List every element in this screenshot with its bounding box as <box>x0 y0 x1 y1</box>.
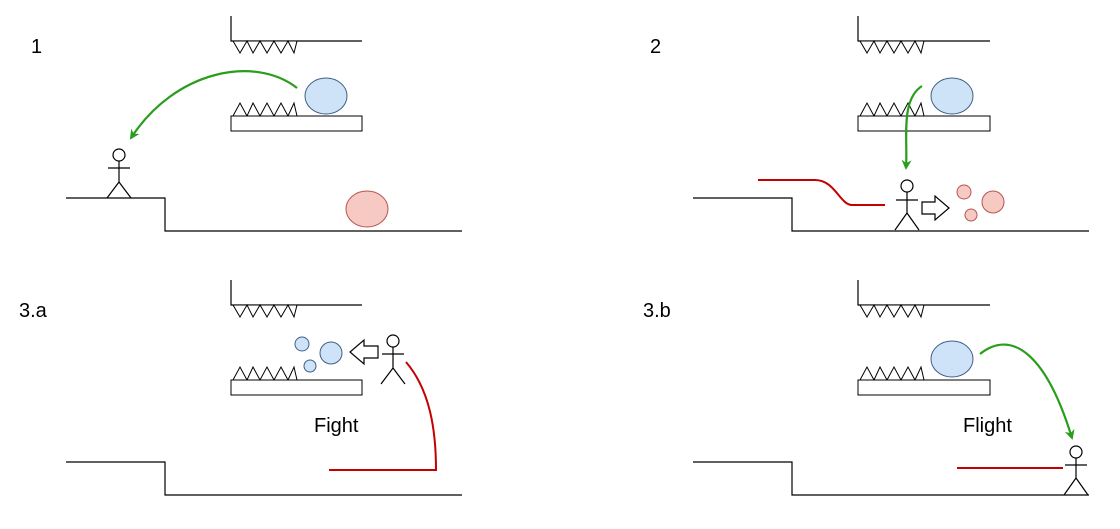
platform-spikes <box>859 101 925 118</box>
push-arrow-right <box>921 194 950 222</box>
platform <box>230 115 363 132</box>
platform-spikes <box>232 101 298 118</box>
stick-figure <box>106 148 132 199</box>
path-line <box>758 179 885 206</box>
panel-label-3a: 3.a <box>19 300 47 322</box>
ground <box>66 461 462 496</box>
ceiling-spikes <box>232 303 298 319</box>
path-line <box>329 361 438 471</box>
ceiling-spikes <box>232 39 298 55</box>
platform-spikes <box>232 365 298 382</box>
caption-fight: Fight <box>314 415 359 437</box>
ceiling <box>230 280 362 306</box>
panel-3b <box>693 280 1089 496</box>
ground <box>693 197 1089 232</box>
stick-figure <box>380 334 406 385</box>
panel-label-1: 1 <box>31 36 43 58</box>
stick-figure <box>894 179 920 231</box>
player-ball-small <box>294 336 310 352</box>
platform <box>857 115 991 132</box>
jump-arrow <box>129 70 298 140</box>
panel-3a <box>66 280 462 496</box>
ceiling-spikes <box>859 303 925 319</box>
panel-label-3b: 3.b <box>643 300 671 322</box>
drop-arrow <box>901 85 923 170</box>
enemy-ball <box>345 190 389 228</box>
stick-figure <box>1063 445 1089 496</box>
player-ball <box>304 77 348 115</box>
platform <box>857 379 991 396</box>
platform <box>230 379 363 396</box>
player-ball-tiny <box>303 359 317 373</box>
push-arrow-left <box>349 338 379 366</box>
platform-spikes <box>859 365 925 382</box>
caption-flight: Flight <box>963 415 1012 437</box>
panel-2 <box>693 16 1089 232</box>
player-ball-large <box>319 341 343 365</box>
panel-1 <box>66 16 462 232</box>
ceiling-spikes <box>859 39 925 55</box>
panel-label-2: 2 <box>650 36 662 58</box>
flee-arrow <box>979 343 1075 440</box>
ceiling <box>230 16 362 42</box>
ceiling <box>857 280 990 306</box>
enemy-ball-tiny <box>964 208 978 222</box>
ceiling <box>857 16 990 42</box>
enemy-ball-small <box>956 184 972 200</box>
player-ball <box>930 77 974 115</box>
ground <box>693 461 1089 496</box>
enemy-ball-large <box>981 190 1005 214</box>
ground <box>66 197 462 232</box>
player-ball <box>930 340 974 378</box>
